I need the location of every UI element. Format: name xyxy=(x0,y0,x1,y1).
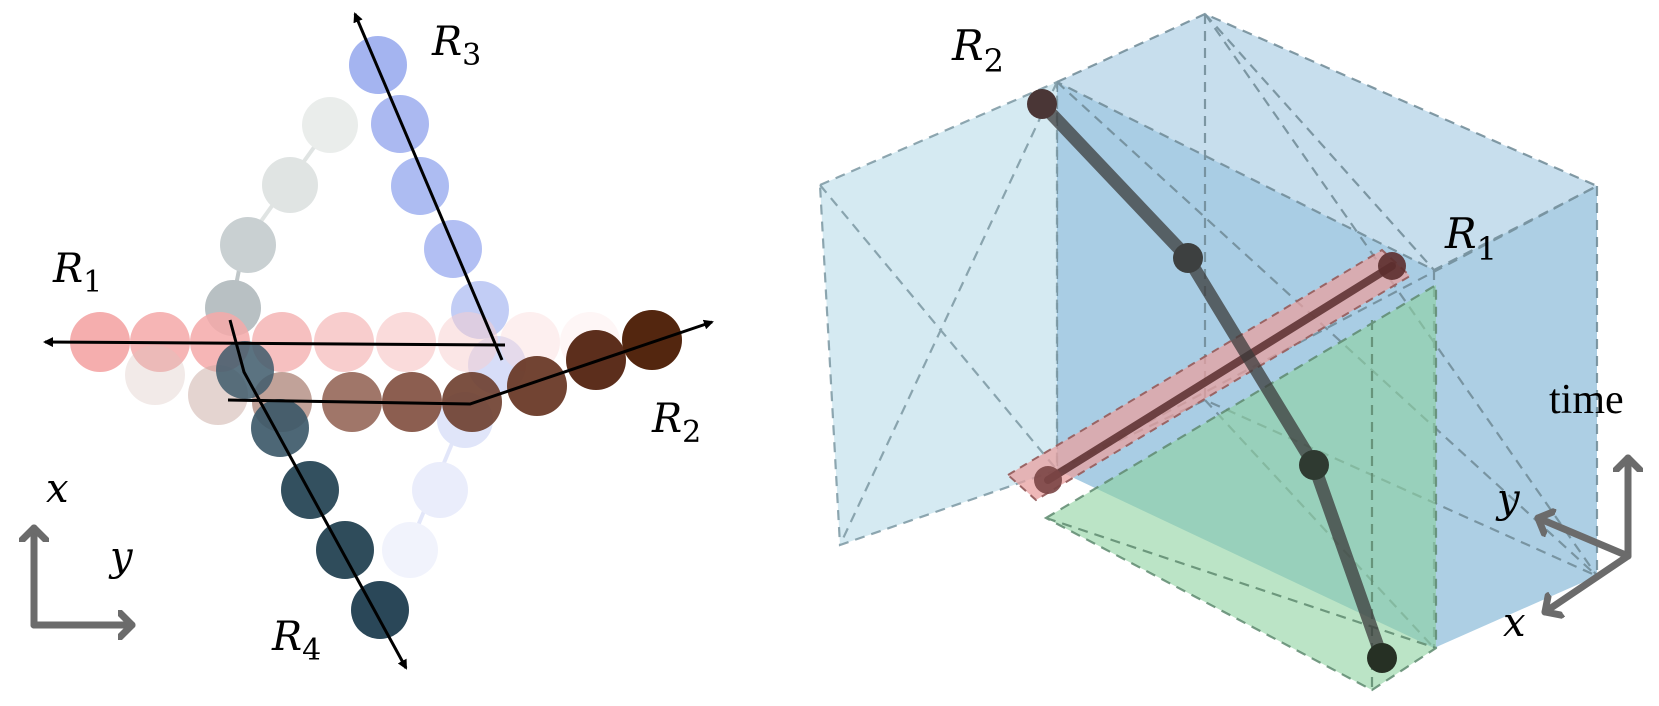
right-panel: R2 R1 time y x xyxy=(818,12,1628,692)
r2-point-3 xyxy=(1299,450,1329,480)
right-x-label: x xyxy=(1503,600,1526,646)
left-panel: R1 R2 R3 R4 x y xyxy=(34,12,714,670)
r4-arrow xyxy=(228,319,408,670)
r1-arrow xyxy=(43,337,506,348)
ghost-trajectory xyxy=(205,97,358,336)
r3-arrow xyxy=(353,12,504,361)
r1-end-point xyxy=(1378,252,1406,280)
r2-point-4 xyxy=(1367,643,1397,673)
r3-label: R3 xyxy=(431,19,481,73)
left-x-label: x xyxy=(46,466,69,512)
right-r1-label: R1 xyxy=(1444,209,1497,268)
left-axes: x y xyxy=(34,466,136,625)
r2-point-1 xyxy=(1027,89,1057,119)
r1-start-point xyxy=(1034,466,1062,494)
trajectory-arrows xyxy=(43,12,714,670)
r4-label: R4 xyxy=(271,614,321,668)
right-x-axis xyxy=(1541,552,1632,612)
right-y-axis xyxy=(1534,518,1632,560)
right-y-label: y xyxy=(1495,476,1521,522)
trajectory-r3 xyxy=(349,36,526,394)
right-r2-label: R2 xyxy=(951,21,1004,80)
trajectory-r4 xyxy=(216,341,409,639)
left-y-label: y xyxy=(108,534,134,580)
r2-point-2 xyxy=(1173,243,1203,273)
r2-track xyxy=(1027,89,1397,673)
time-label: time xyxy=(1549,377,1624,423)
r2-arrow xyxy=(227,319,714,406)
r1-label: R1 xyxy=(52,246,102,300)
r1-bar xyxy=(1006,248,1412,502)
r2-label: R2 xyxy=(651,396,701,450)
right-axes: time y x xyxy=(1495,377,1628,646)
